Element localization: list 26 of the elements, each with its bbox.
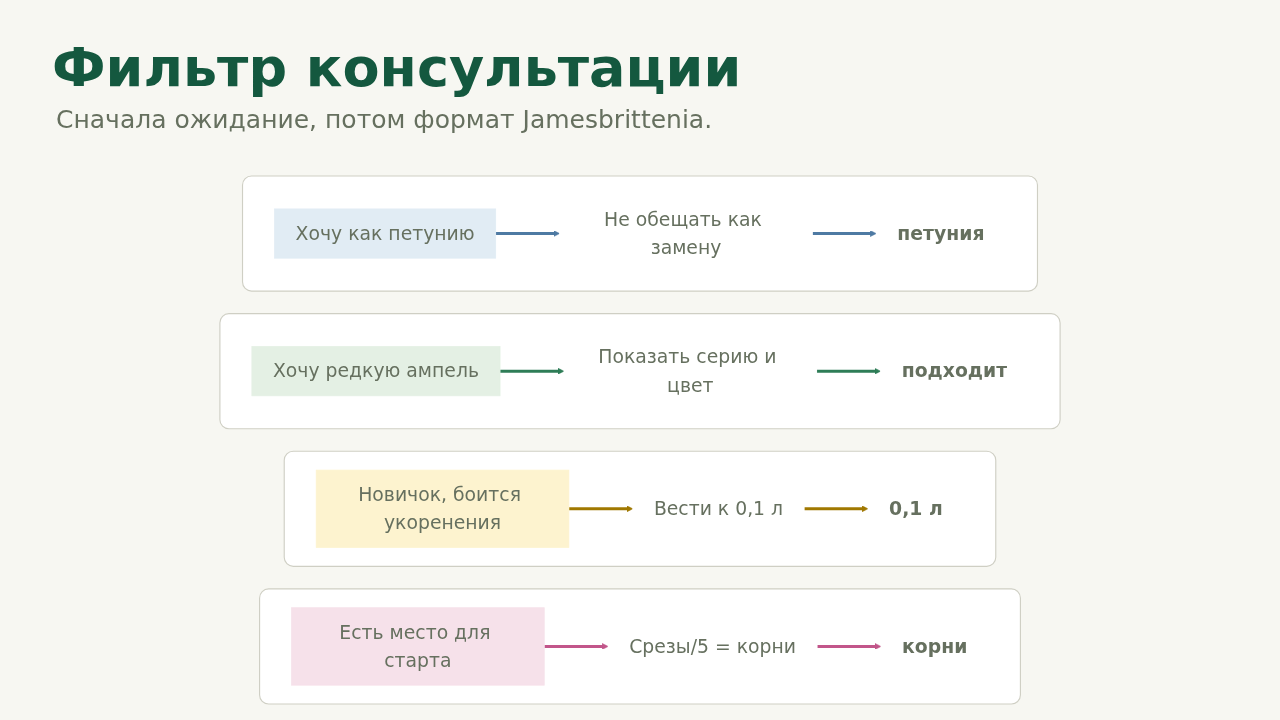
node-box: Есть место для старта [291, 607, 545, 686]
node-box: Хочу редкую ампель [251, 346, 501, 397]
cluster [219, 313, 1061, 430]
node-text: 0,1 л [889, 497, 943, 520]
arrow [816, 367, 881, 375]
cluster [241, 175, 1039, 292]
cluster [259, 588, 1021, 705]
cluster [283, 450, 997, 567]
arrow [812, 230, 877, 237]
node-text: Показать серию и цвет [598, 345, 777, 396]
title: Фильтр консультации [52, 36, 742, 99]
node-text: Срезы/5 = корни [629, 635, 797, 658]
arrow [568, 505, 634, 513]
arrow [500, 367, 565, 375]
node-text: петуния [897, 222, 985, 245]
arrow [544, 643, 609, 650]
node-box: Хочу как петунию [274, 208, 497, 259]
arrow [804, 505, 869, 513]
node-text: подходит [901, 360, 1008, 382]
node-text: Вести к 0,1 л [653, 497, 784, 520]
node-text: Не обещать как замену [604, 208, 762, 259]
arrow [495, 230, 560, 237]
subtitle: Сначала ожидание, потом формат Jamesbrittenia. [56, 105, 713, 134]
node-text: корни [902, 635, 968, 658]
node-box: Новичок, боится укоренения [315, 469, 570, 548]
arrow [817, 643, 882, 650]
